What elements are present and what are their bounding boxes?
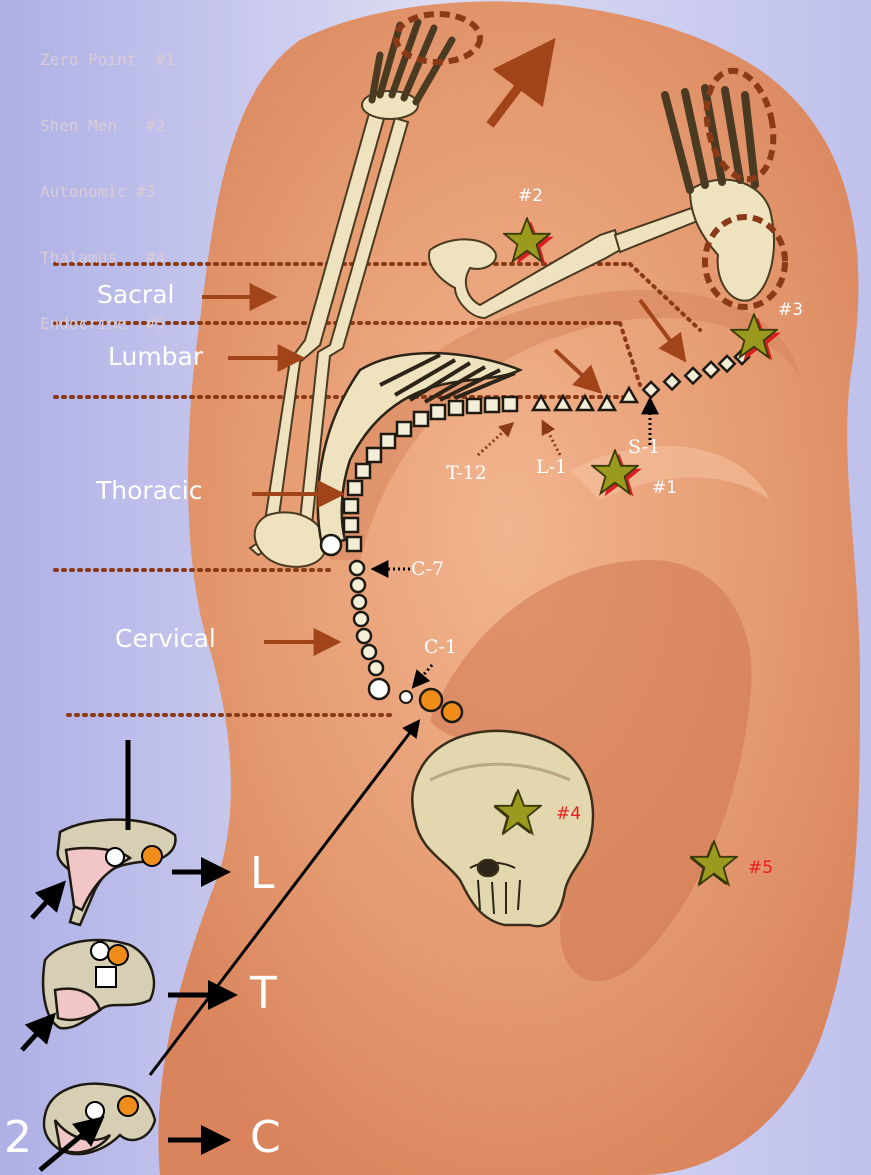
lumbar-orange-dot xyxy=(142,846,162,866)
region-label-lumbar: Lumbar xyxy=(108,342,203,371)
section-label-l: L xyxy=(250,848,275,899)
white-marker xyxy=(321,535,341,555)
point-label-4: #4 xyxy=(556,804,581,824)
region-label-thoracic: Thoracic xyxy=(96,476,202,505)
vertebra-label-c1: C-1 xyxy=(424,636,457,658)
thoracic-square xyxy=(96,967,116,987)
vertebra-label-t12: T-12 xyxy=(446,462,487,484)
vertebra-label-s1: S-1 xyxy=(628,436,660,458)
legend-item-shen-men: Shen Men #2 xyxy=(40,115,175,137)
point-label-5: #5 xyxy=(748,858,773,878)
legend-item-autonomic: Autonomic #3 xyxy=(40,181,175,203)
vertebra-label-l1: L-1 xyxy=(536,456,567,478)
orange-marker xyxy=(442,702,462,722)
point-label-2: #2 xyxy=(518,186,543,206)
legend-item-endocrine: Endocrine #5 xyxy=(40,313,175,335)
white-marker xyxy=(369,679,389,699)
corner-number: 2 xyxy=(4,1112,32,1163)
orange-marker xyxy=(420,689,442,711)
region-label-cervical: Cervical xyxy=(115,624,216,653)
point-label-3: #3 xyxy=(778,300,803,320)
region-label-sacral: Sacral xyxy=(97,280,174,309)
legend-item-thalamus: Thalamus #4 xyxy=(40,247,175,269)
cervical-white-dot xyxy=(86,1102,104,1120)
thoracic-orange-dot xyxy=(108,945,128,965)
white-marker xyxy=(400,691,412,703)
lumbar-white-dot xyxy=(106,848,124,866)
thoracic-white-dot xyxy=(91,942,109,960)
section-label-c: C xyxy=(250,1112,281,1163)
section-label-t: T xyxy=(250,968,277,1019)
point-label-1: #1 xyxy=(652,478,677,498)
legend-item-zero-point: Zero Point #1 xyxy=(40,49,175,71)
cervical-orange-dot xyxy=(118,1096,138,1116)
vertebra-label-c7: C-7 xyxy=(411,558,444,580)
